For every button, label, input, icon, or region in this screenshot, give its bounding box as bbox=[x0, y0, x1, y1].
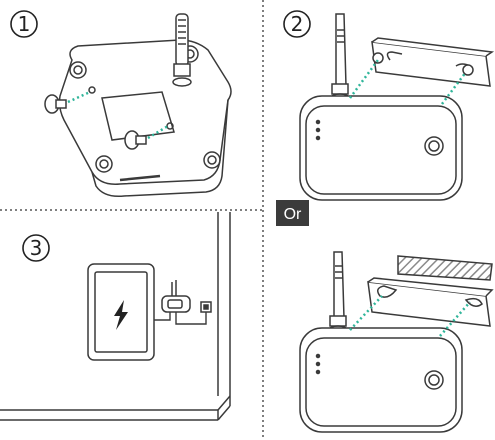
or-badge: Or bbox=[276, 200, 309, 226]
hub-device-icon bbox=[299, 327, 463, 433]
step-2-badge: 2 bbox=[283, 10, 311, 38]
step-1-badge: 1 bbox=[10, 10, 38, 38]
mounting-bracket-icon bbox=[371, 37, 495, 87]
antenna-icon bbox=[330, 13, 350, 103]
guide-dots bbox=[147, 124, 169, 140]
screw-icon bbox=[372, 52, 474, 76]
lightning-bolt-icon bbox=[114, 300, 128, 330]
antenna-icon bbox=[172, 13, 192, 87]
step-3-badge: 3 bbox=[22, 234, 50, 262]
guide-dots bbox=[348, 59, 380, 99]
or-label: Or bbox=[284, 206, 302, 223]
hub-device-icon bbox=[161, 280, 191, 313]
hub-device-back-icon bbox=[58, 39, 232, 198]
step-2-panel: 2 bbox=[276, 10, 495, 433]
cable bbox=[154, 312, 207, 325]
guide-dots bbox=[67, 90, 91, 104]
adhesive-tape-icon bbox=[397, 255, 493, 281]
mounting-bracket-icon bbox=[367, 277, 494, 327]
step-3-number: 3 bbox=[30, 236, 43, 260]
antenna-icon bbox=[328, 251, 348, 335]
guide-dots bbox=[441, 71, 467, 105]
screw-icon bbox=[44, 94, 67, 114]
wall-corner bbox=[0, 212, 231, 421]
hub-device-icon bbox=[299, 95, 463, 201]
power-outlet-icon bbox=[200, 301, 212, 313]
step-1-number: 1 bbox=[18, 12, 31, 36]
screw-icon bbox=[124, 130, 147, 150]
step-2-number: 2 bbox=[291, 12, 304, 36]
step-3-panel: 3 bbox=[0, 212, 231, 421]
step-1-panel: 1 bbox=[10, 10, 232, 198]
